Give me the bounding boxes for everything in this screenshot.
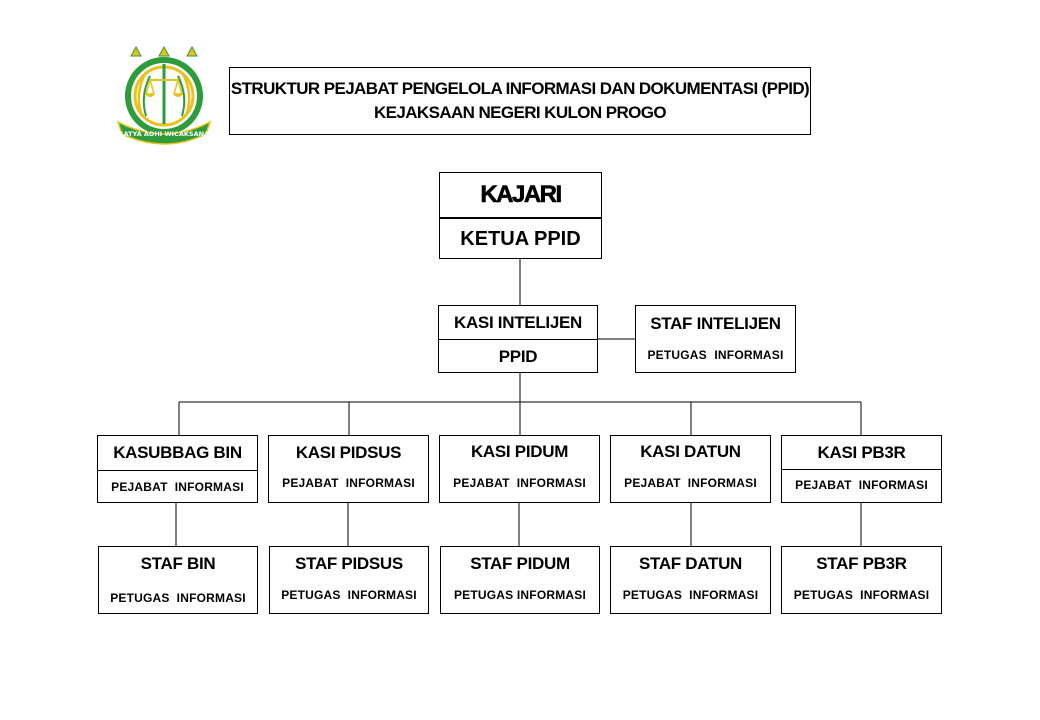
node-kasubbag-bin: KASUBBAG BIN PEJABAT INFORMASI bbox=[97, 435, 258, 503]
kejaksaan-logo-icon: SATYA ADHI WICAKSANA bbox=[116, 45, 212, 145]
node-staf-title: STAF PIDSUS bbox=[295, 554, 403, 573]
node-staf-intelijen: STAF INTELIJEN PETUGAS INFORMASI bbox=[635, 305, 796, 373]
node-staf-role: PETUGAS INFORMASI bbox=[281, 588, 417, 602]
header-title-box: STRUKTUR PEJABAT PENGELOLA INFORMASI DAN… bbox=[229, 67, 811, 135]
node-kajari: KAJARI KETUA PPID bbox=[439, 172, 602, 259]
node-staf-role: PETUGAS INFORMASI bbox=[622, 588, 759, 602]
node-kasi-role: PEJABAT INFORMASI bbox=[624, 476, 757, 490]
header-title-line2: KEJAKSAAN NEGERI KULON PROGO bbox=[373, 103, 667, 122]
node-kasi-role: PEJABAT INFORMASI bbox=[453, 476, 586, 490]
node-kajari-role: KETUA PPID bbox=[460, 227, 581, 250]
node-staf-bin: STAF BIN PETUGAS INFORMASI bbox=[98, 546, 258, 614]
node-kasi-title: KASI PIDSUS bbox=[295, 443, 402, 462]
node-kasi-datun: KASI DATUN PEJABAT INFORMASI bbox=[610, 435, 771, 503]
node-staf-intelijen-role: PETUGAS INFORMASI bbox=[647, 348, 784, 362]
node-kasi-title: KASI PIDUM bbox=[470, 442, 569, 461]
node-ppid-title: KASI INTELIJEN bbox=[453, 312, 583, 332]
node-kasi-title: KASI PB3R bbox=[817, 442, 906, 462]
node-staf-pidsus: STAF PIDSUS PETUGAS INFORMASI bbox=[269, 546, 429, 614]
node-staf-datun: STAF DATUN PETUGAS INFORMASI bbox=[610, 546, 771, 614]
node-staf-pb3r: STAF PB3R PETUGAS INFORMASI bbox=[781, 546, 942, 614]
node-staf-role: PETUGAS INFORMASI bbox=[110, 591, 246, 605]
node-kasi-pidum: KASI PIDUM PEJABAT INFORMASI bbox=[439, 435, 600, 503]
node-kasi-title: KASUBBAG BIN bbox=[113, 443, 242, 462]
node-staf-title: STAF BIN bbox=[140, 554, 216, 573]
node-staf-role: PETUGAS INFORMASI bbox=[793, 588, 930, 602]
node-kasi-role: PEJABAT INFORMASI bbox=[282, 476, 415, 490]
node-kasi-role: PEJABAT INFORMASI bbox=[795, 478, 928, 492]
node-kasi-title: KASI DATUN bbox=[640, 442, 741, 461]
node-ppid-role: PPID bbox=[498, 346, 538, 366]
node-kasi-pb3r: KASI PB3R PEJABAT INFORMASI bbox=[781, 435, 942, 503]
node-kasi-role: PEJABAT INFORMASI bbox=[111, 480, 244, 494]
node-staf-pidum: STAF PIDUM PETUGAS INFORMASI bbox=[440, 546, 600, 614]
header-title-line1: STRUKTUR PEJABAT PENGELOLA INFORMASI DAN… bbox=[230, 79, 810, 98]
logo-motto: SATYA ADHI WICAKSANA bbox=[119, 130, 209, 138]
node-ppid: KASI INTELIJEN PPID bbox=[438, 305, 598, 373]
node-staf-title: STAF DATUN bbox=[638, 554, 743, 573]
node-staf-title: STAF PIDUM bbox=[470, 554, 570, 573]
node-staf-intelijen-title: STAF INTELIJEN bbox=[650, 314, 781, 333]
node-kajari-title: KAJARI bbox=[480, 181, 562, 209]
node-kasi-pidsus: KASI PIDSUS PEJABAT INFORMASI bbox=[268, 435, 429, 503]
node-staf-role: PETUGAS INFORMASI bbox=[453, 588, 587, 602]
node-staf-title: STAF PB3R bbox=[816, 554, 907, 573]
